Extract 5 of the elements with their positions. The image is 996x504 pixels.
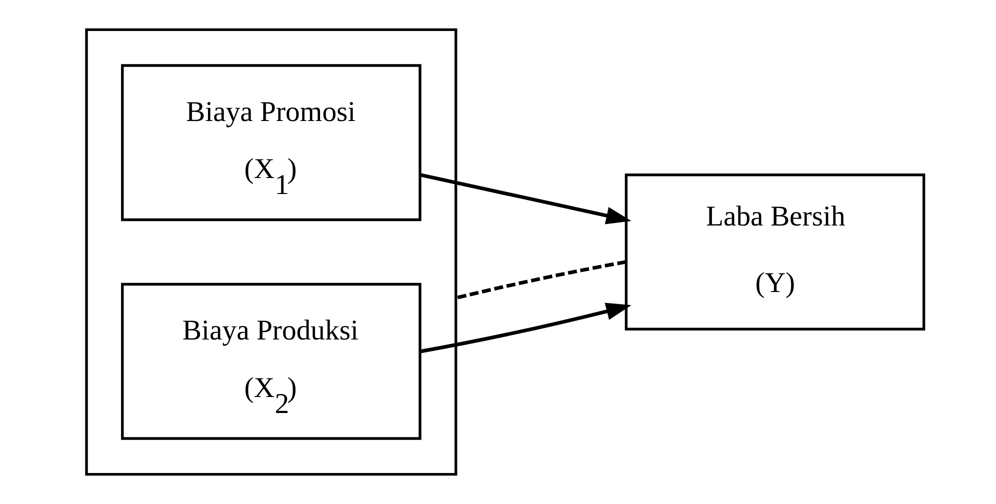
- arrow: [420, 173, 632, 224]
- arrow: [420, 302, 632, 354]
- cluster: [85, 28, 458, 476]
- node-box: Laba Bersih (Y): [624, 174, 926, 330]
- connector: [455, 260, 626, 300]
